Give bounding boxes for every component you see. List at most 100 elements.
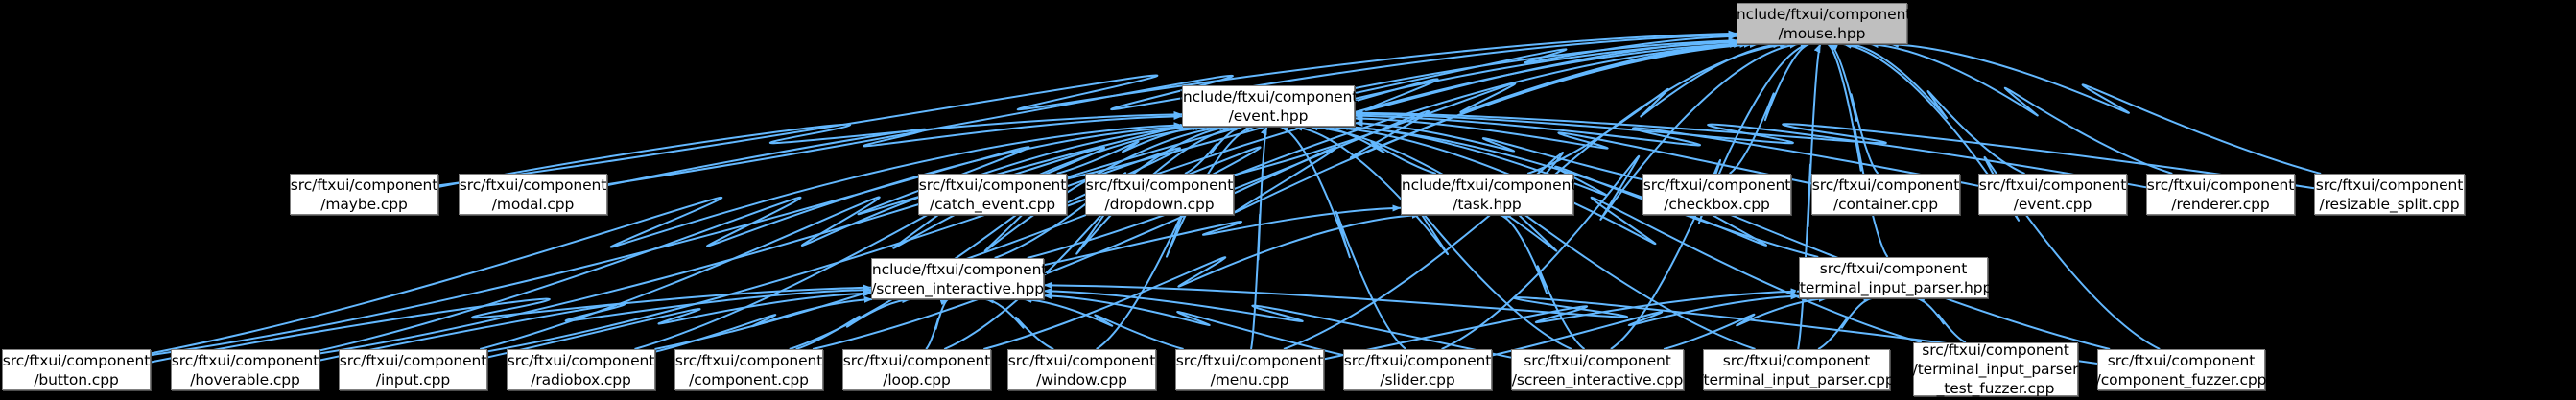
graph-node-label-line: include/ftxui/component bbox=[1732, 5, 1912, 23]
graph-node-mouse-hpp[interactable]: include/ftxui/component/mouse.hpp bbox=[1733, 3, 1911, 44]
graph-node-label-line: src/ftxui/component bbox=[1978, 176, 2127, 194]
graph-node-window-cpp[interactable]: src/ftxui/component/window.cpp bbox=[1007, 349, 1156, 390]
graph-node-terminal-input-parser-hpp[interactable]: src/ftxui/component/terminal_input_parse… bbox=[1795, 257, 1992, 298]
graph-node-checkbox-cpp[interactable]: src/ftxui/component/checkbox.cpp bbox=[1642, 174, 1791, 215]
graph-node-label-line: include/ftxui/component bbox=[1178, 87, 1359, 106]
graph-edge bbox=[319, 123, 1190, 352]
graph-node-label-line: /resizable_split.cpp bbox=[2319, 195, 2460, 213]
graph-edge bbox=[1279, 126, 1406, 350]
graph-node-screen-interactive-hpp[interactable]: include/ftxui/component/screen_interacti… bbox=[868, 258, 1047, 299]
graph-node-label-line: /button.cpp bbox=[34, 370, 119, 388]
graph-node-label-line: src/ftxui/component bbox=[459, 176, 607, 194]
graph-edge bbox=[1324, 124, 1922, 343]
graph-edge bbox=[1500, 213, 1586, 350]
graph-node-label-line: src/ftxui/component bbox=[171, 351, 319, 369]
graph-node-maybe-cpp[interactable]: src/ftxui/component/maybe.cpp bbox=[290, 174, 438, 215]
graph-node-label-line: src/ftxui/component bbox=[918, 176, 1067, 194]
graph-node-event-cpp[interactable]: src/ftxui/component/event.cpp bbox=[1978, 174, 2127, 215]
graph-node-label-line: /terminal_input_parser.hpp bbox=[1794, 278, 1993, 296]
graph-node-label-line: src/ftxui/component bbox=[842, 351, 991, 369]
graph-edge bbox=[1491, 293, 1800, 357]
graph-edge bbox=[1663, 294, 1828, 350]
graph-edge bbox=[437, 30, 1737, 187]
graph-node-label-line: src/ftxui/component bbox=[339, 351, 487, 369]
graph-node-label-line: /component.cpp bbox=[689, 370, 809, 388]
graph-edge bbox=[1318, 124, 1436, 175]
graph-node-hoverable-cpp[interactable]: src/ftxui/component/hoverable.cpp bbox=[171, 349, 319, 390]
graph-edge bbox=[1849, 41, 2025, 175]
graph-node-label-line: include/ftxui/component bbox=[867, 260, 1048, 278]
graph-node-terminal-input-parser-cpp[interactable]: src/ftxui/component/terminal_input_parse… bbox=[1698, 349, 1895, 390]
graph-node-modal-cpp[interactable]: src/ftxui/component/modal.cpp bbox=[459, 174, 607, 215]
graph-node-label-line: /mouse.hpp bbox=[1778, 24, 1866, 42]
graph-node-label-line: src/ftxui/component bbox=[1085, 176, 1234, 194]
graph-edge bbox=[1827, 43, 1889, 258]
graph-edge bbox=[150, 122, 1183, 355]
graph-node-button-cpp[interactable]: src/ftxui/component/button.cpp bbox=[2, 349, 151, 390]
graph-edge bbox=[795, 296, 911, 350]
graph-edge bbox=[1817, 295, 1873, 350]
graph-node-label-line: /terminal_input_parser.cpp bbox=[1698, 370, 1895, 388]
graph-node-label-line: /catch_event.cpp bbox=[929, 195, 1056, 213]
graph-node-label-line: src/ftxui/component bbox=[1175, 351, 1324, 369]
graph-node-label-line: src/ftxui/component bbox=[1722, 351, 1871, 369]
graph-edge bbox=[1309, 124, 1756, 350]
graph-edge bbox=[1729, 42, 1810, 175]
graph-node-menu-cpp[interactable]: src/ftxui/component/menu.cpp bbox=[1175, 349, 1324, 390]
graph-node-label-line: /hoverable.cpp bbox=[190, 370, 300, 388]
graph-node-renderer-cpp[interactable]: src/ftxui/component/renderer.cpp bbox=[2146, 174, 2295, 215]
graph-edge bbox=[1338, 123, 2111, 350]
graph-node-label-line: /dropdown.cpp bbox=[1104, 195, 1215, 213]
graph-node-label-line: src/ftxui/component bbox=[2, 351, 151, 369]
graph-edge bbox=[654, 295, 873, 353]
graph-edge bbox=[1023, 295, 1184, 350]
graph-node-terminal-input-parser-test-fuzzer-cpp[interactable]: src/ftxui/component/terminal_input_parse… bbox=[1913, 341, 2079, 397]
graph-node-resizable-split-cpp[interactable]: src/ftxui/component/resizable_split.cpp bbox=[2314, 174, 2465, 215]
graph-edge bbox=[789, 124, 1229, 350]
graph-node-label-line: /modal.cpp bbox=[491, 195, 575, 213]
graph-edge bbox=[1250, 126, 1268, 350]
graph-node-label-line: _test_fuzzer.cpp bbox=[1936, 380, 2055, 397]
graph-node-task-hpp[interactable]: include/ftxui/component/task.hpp bbox=[1398, 174, 1576, 215]
graph-edge bbox=[1027, 40, 1753, 259]
graph-node-loop-cpp[interactable]: src/ftxui/component/loop.cpp bbox=[842, 349, 991, 390]
graph-node-label-line: /container.cpp bbox=[1833, 195, 1938, 213]
graph-node-label-line: src/ftxui/component bbox=[1007, 351, 1156, 369]
graph-node-label-line: src/ftxui/component bbox=[2146, 176, 2295, 194]
graph-node-screen-interactive-cpp[interactable]: src/ftxui/component/screen_interactive.c… bbox=[1511, 349, 1684, 390]
graph-node-label-line: /event.hpp bbox=[1228, 106, 1309, 125]
graph-edge bbox=[1916, 295, 1967, 343]
graph-edge bbox=[1829, 43, 1879, 175]
graph-node-component-cpp[interactable]: src/ftxui/component/component.cpp bbox=[674, 349, 823, 390]
graph-node-label-line: /menu.cpp bbox=[1210, 370, 1289, 388]
graph-node-catch-event-cpp[interactable]: src/ftxui/component/catch_event.cpp bbox=[918, 174, 1067, 215]
graph-node-label-line: src/ftxui/component bbox=[2107, 351, 2256, 369]
graph-edge bbox=[606, 31, 1737, 186]
graph-node-component-fuzzer-cpp[interactable]: src/ftxui/component/component_fuzzer.cpp bbox=[2096, 349, 2266, 390]
graph-edge bbox=[1043, 204, 1402, 267]
graph-edge bbox=[1184, 124, 1243, 175]
graph-node-label-line: src/ftxui/component bbox=[2315, 176, 2464, 194]
graph-edge bbox=[1354, 33, 1737, 95]
graph-node-label-line: include/ftxui/component bbox=[1397, 176, 1577, 194]
graph-node-label-line: src/ftxui/component bbox=[674, 351, 823, 369]
graph-node-container-cpp[interactable]: src/ftxui/component/container.cpp bbox=[1811, 174, 1960, 215]
graph-node-label-line: /input.cpp bbox=[375, 370, 451, 388]
graph-node-label-line: /renderer.cpp bbox=[2171, 195, 2270, 213]
graph-node-dropdown-cpp[interactable]: src/ftxui/component/dropdown.cpp bbox=[1085, 174, 1234, 215]
graph-node-event-hpp[interactable]: include/ftxui/component/event.hpp bbox=[1179, 85, 1358, 127]
graph-node-radiobox-cpp[interactable]: src/ftxui/component/radiobox.cpp bbox=[507, 349, 655, 390]
graph-node-label-line: /slider.cpp bbox=[1380, 370, 1455, 388]
graph-edge bbox=[1043, 288, 1512, 359]
graph-edge bbox=[1066, 37, 1737, 180]
graph-node-label-line: src/ftxui/component bbox=[1819, 259, 1968, 277]
graph-node-label-line: /screen_interactive.hpp bbox=[871, 279, 1044, 297]
graph-node-label-line: /checkbox.cpp bbox=[1664, 195, 1770, 213]
graph-node-label-line: src/ftxui/component bbox=[1922, 341, 2069, 359]
graph-node-label-line: src/ftxui/component bbox=[1811, 176, 1960, 194]
graph-node-slider-cpp[interactable]: src/ftxui/component/slider.cpp bbox=[1343, 349, 1492, 390]
graph-edge bbox=[943, 124, 1241, 350]
graph-node-input-cpp[interactable]: src/ftxui/component/input.cpp bbox=[339, 349, 487, 390]
graph-edge bbox=[486, 290, 872, 359]
